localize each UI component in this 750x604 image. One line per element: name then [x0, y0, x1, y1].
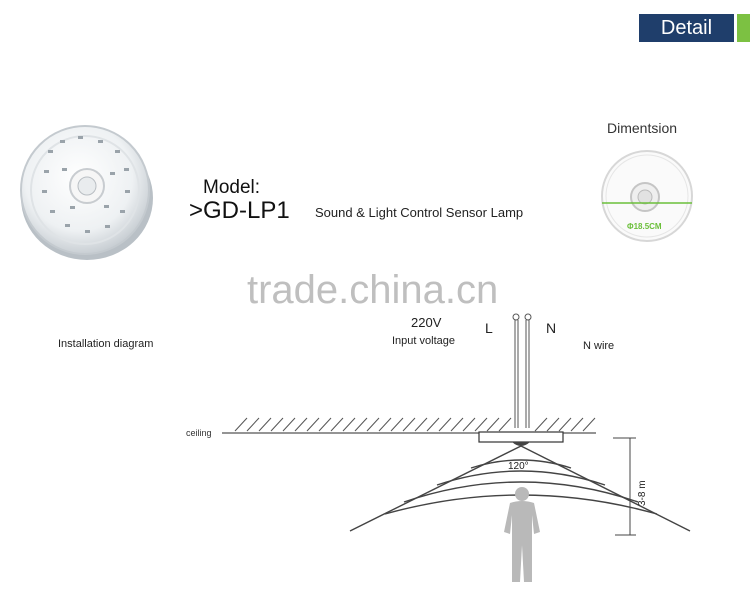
model-code: >GD-LP1 — [189, 197, 290, 224]
installation-diagram-title: Installation diagram — [58, 338, 154, 350]
lamp-product-image — [20, 125, 153, 260]
neutral-wire-label: N wire — [583, 340, 615, 352]
detection-angle-label: 120° — [508, 461, 529, 472]
detail-tab[interactable]: Detail — [639, 14, 734, 42]
height-range-label: 3-8 m — [637, 480, 648, 506]
person-silhouette — [504, 487, 540, 582]
ceiling-label: ceiling — [186, 428, 212, 438]
diameter-label: Φ18.5CM — [627, 222, 662, 231]
dimension-drawing — [601, 150, 693, 242]
model-label: Model: — [203, 177, 261, 198]
detection-arcs — [349, 445, 691, 532]
ceiling-line — [222, 417, 596, 434]
lamp-fixture — [478, 431, 564, 446]
wiring — [512, 313, 532, 428]
product-name: Sound & Light Control Sensor Lamp — [315, 205, 524, 220]
neutral-label: N — [546, 320, 557, 336]
voltage-label: Input voltage — [392, 335, 455, 347]
height-dimension — [613, 437, 636, 536]
dimension-title: Dimentsion — [607, 120, 678, 136]
voltage-value: 220V — [411, 315, 442, 330]
detail-tab-accent — [737, 14, 750, 42]
watermark: trade.china.cn — [247, 268, 499, 312]
live-wire-label: L — [485, 320, 493, 336]
